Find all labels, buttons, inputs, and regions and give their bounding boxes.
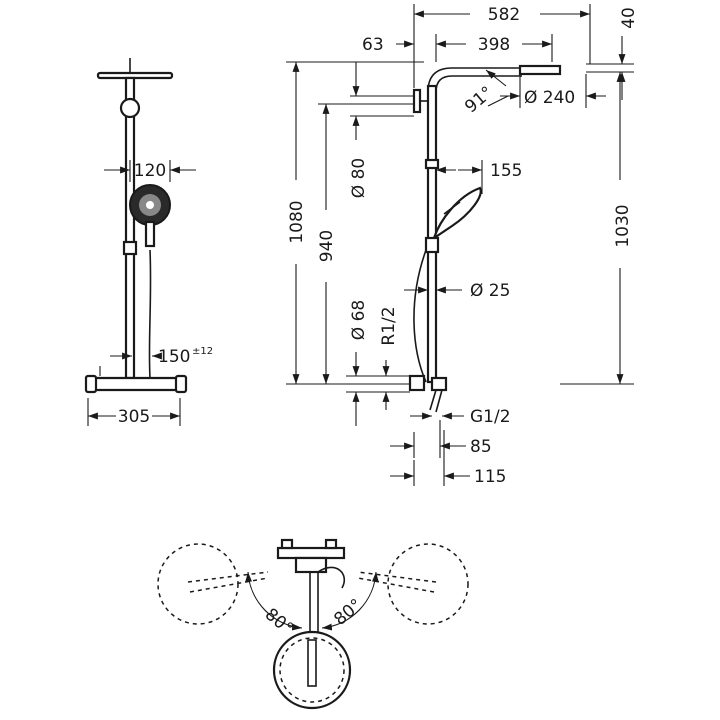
swing-arm-left — [187, 571, 269, 593]
thread-label-r12: R1/2 — [379, 306, 399, 345]
top-view: 80° 80° — [157, 538, 469, 710]
dim-label-dia-80: Ø 80 — [349, 158, 369, 198]
dim-label-dia-68: Ø 68 — [349, 300, 369, 340]
angle-label-91: 91° — [461, 83, 497, 118]
angle-arrow — [485, 69, 507, 87]
dim-label-dia-25: Ø 25 — [470, 281, 510, 301]
swing-circle-left — [157, 543, 239, 625]
dim-label-582: 582 — [488, 5, 520, 25]
dim-label-63: 63 — [362, 35, 384, 55]
riser-pipe — [124, 76, 136, 380]
thermostat-knob-right — [174, 374, 188, 394]
top-knob-left — [280, 538, 294, 550]
side-slider — [424, 236, 440, 254]
thermostat-knob-left — [84, 374, 98, 394]
dim-label-150: 150 — [158, 347, 190, 367]
front-view: 120 150 ±12 305 — [84, 58, 213, 427]
top-thermostat — [276, 546, 346, 560]
dim-label-398: 398 — [478, 35, 510, 55]
dim-label-940: 940 — [317, 230, 337, 262]
angle-arc-right — [321, 571, 379, 631]
shower-arm-inner — [435, 75, 522, 93]
side-thermostat — [408, 374, 426, 392]
thread-label-g12: G1/2 — [470, 407, 511, 427]
hand-shower-center — [146, 201, 154, 209]
dim-label-40: 40 — [619, 7, 639, 29]
slider-holder — [122, 240, 138, 256]
angle-arc-left — [245, 571, 303, 631]
dim-label-115: 115 — [474, 467, 506, 487]
shower-arm — [427, 67, 560, 93]
dim-label-1030: 1030 — [613, 204, 633, 247]
swing-circle-right — [387, 543, 469, 625]
dim-tolerance: ±12 — [192, 346, 213, 357]
riser-clamp — [424, 158, 440, 170]
dim-label-120: 120 — [134, 161, 166, 181]
side-wall-bracket — [412, 88, 422, 114]
top-mixer-body — [294, 556, 328, 574]
thermostat-body — [90, 376, 182, 392]
overhead-shower-side — [518, 64, 562, 76]
top-hand-shower — [317, 566, 345, 589]
side-hose — [413, 249, 427, 383]
hose — [148, 249, 152, 379]
swing-arm-right — [357, 571, 437, 593]
hand-shower-handle — [144, 220, 156, 248]
wall-bracket — [119, 97, 141, 119]
dim-label-155: 155 — [490, 161, 522, 181]
dim-label-305: 305 — [118, 407, 150, 427]
top-knob-right — [324, 538, 338, 550]
nozzle-ring — [279, 637, 345, 703]
side-thermostat-body — [430, 376, 448, 392]
hand-shower-side — [431, 186, 482, 241]
side-view: 582 63 398 40 91° Ø 240 1080 — [286, 4, 639, 487]
dim-label-dia-240: Ø 240 — [524, 88, 575, 108]
dim-label-85: 85 — [470, 437, 492, 457]
dim-label-1080: 1080 — [287, 200, 307, 243]
angle-label-left: 80° — [261, 605, 297, 640]
